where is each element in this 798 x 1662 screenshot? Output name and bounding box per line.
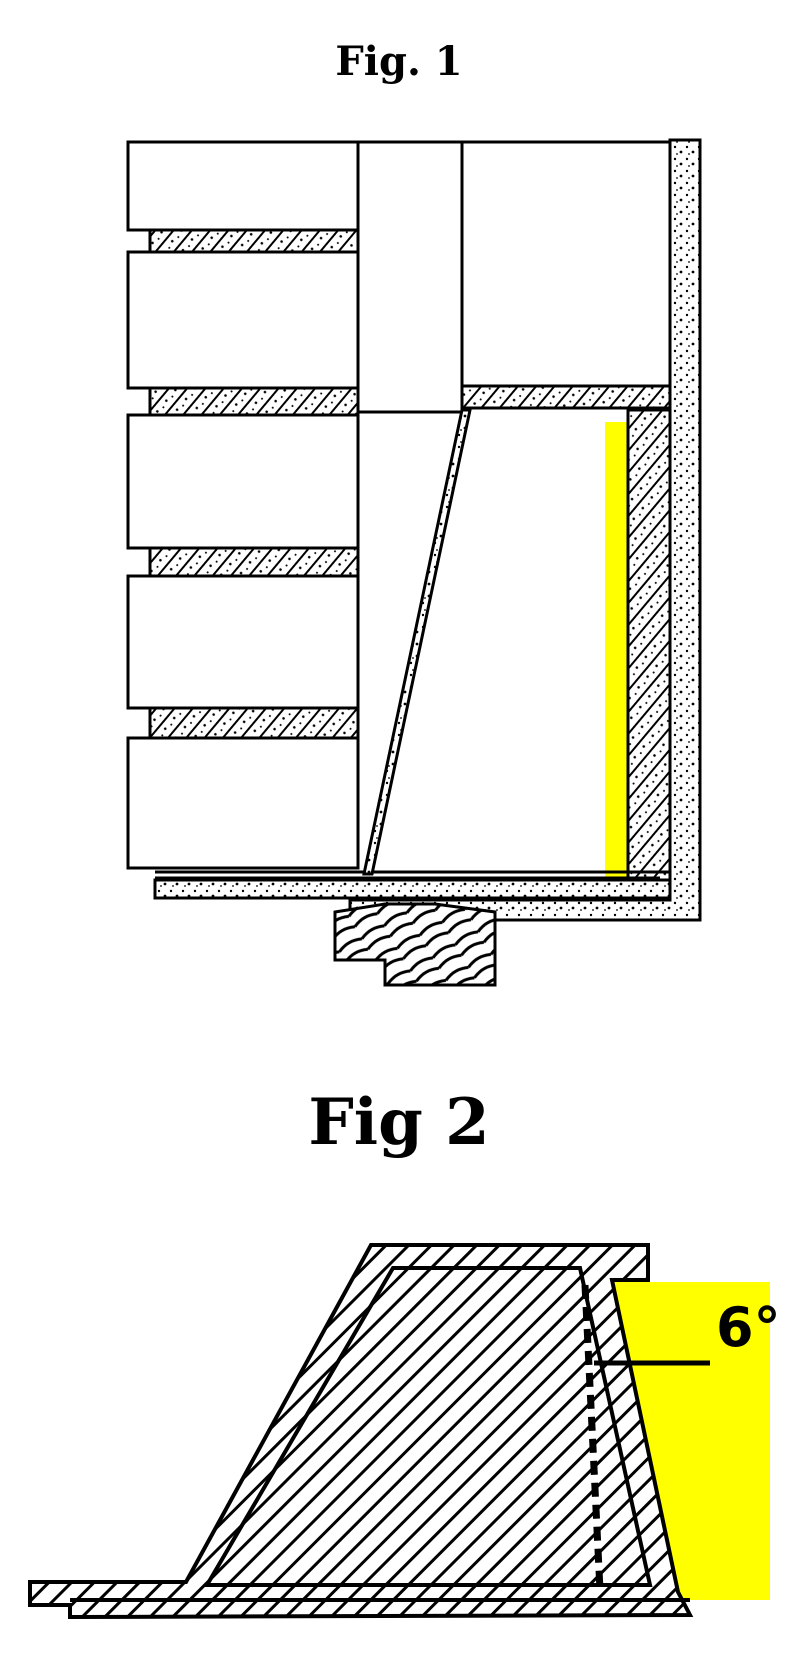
separator-3 [148,546,360,578]
angle-label: 6° [716,1296,781,1359]
block-2 [126,250,360,390]
upper-right-block [460,140,672,388]
upper-shelf [460,384,672,410]
separator-4 [148,706,360,740]
container-wall [28,1243,694,1620]
block-4 [126,574,360,710]
figure-2-title: Fig 2 [308,1085,490,1160]
figure-2-drawing [28,1243,770,1620]
separator-1 [148,228,360,254]
bottom-plate [153,878,672,900]
block-3 [126,413,360,550]
sloped-wall [362,408,472,876]
figure-1-drawing [126,138,702,987]
reference-dashed-line [581,1284,604,1591]
center-column [356,140,464,414]
separator-2 [148,386,360,417]
highlight-strip-fig1 [605,422,627,882]
wooden-foot [333,902,497,987]
inner-hatched-wall [626,408,672,882]
block-5 [126,736,360,870]
block-1 [126,140,360,232]
figure-1-title: Fig. 1 [335,38,463,85]
